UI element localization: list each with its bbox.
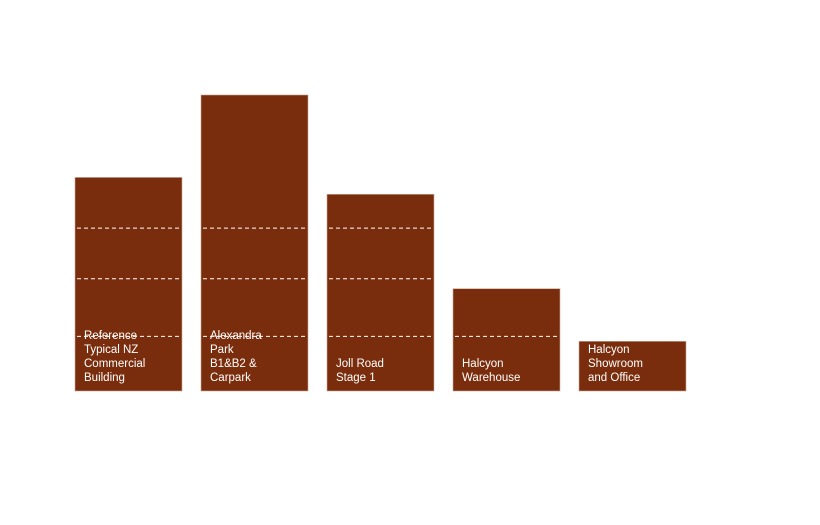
bar-label-line: Halcyon: [588, 344, 630, 356]
bar-label-line: Halcyon: [462, 358, 504, 370]
bars-group: [74, 94, 687, 392]
bar-4: [578, 341, 687, 392]
bar-label-line: Park: [210, 344, 234, 356]
bar-label-line: Alexandra: [210, 330, 262, 342]
bar-label-line: Reference: [84, 330, 137, 342]
bar-label-line: Showroom: [588, 358, 643, 370]
bar-label-line: Commercial: [84, 358, 145, 370]
bar-2: [326, 194, 435, 392]
bar-label-line: Stage 1: [336, 372, 376, 384]
bar-label-line: Warehouse: [462, 372, 520, 384]
bar-label-line: Typical NZ: [84, 344, 138, 356]
bar-label-line: Joll Road: [336, 358, 384, 370]
bar-1: [200, 94, 309, 392]
bar-label-line: Carpark: [210, 372, 251, 384]
bar-0: [74, 177, 183, 392]
bar-label-line: B1&B2 &: [210, 358, 257, 370]
bar-label-line: and Office: [588, 372, 640, 384]
bar-3: [452, 288, 561, 392]
bar-label-line: Building: [84, 372, 125, 384]
reference-lines-group: [77, 227, 558, 337]
